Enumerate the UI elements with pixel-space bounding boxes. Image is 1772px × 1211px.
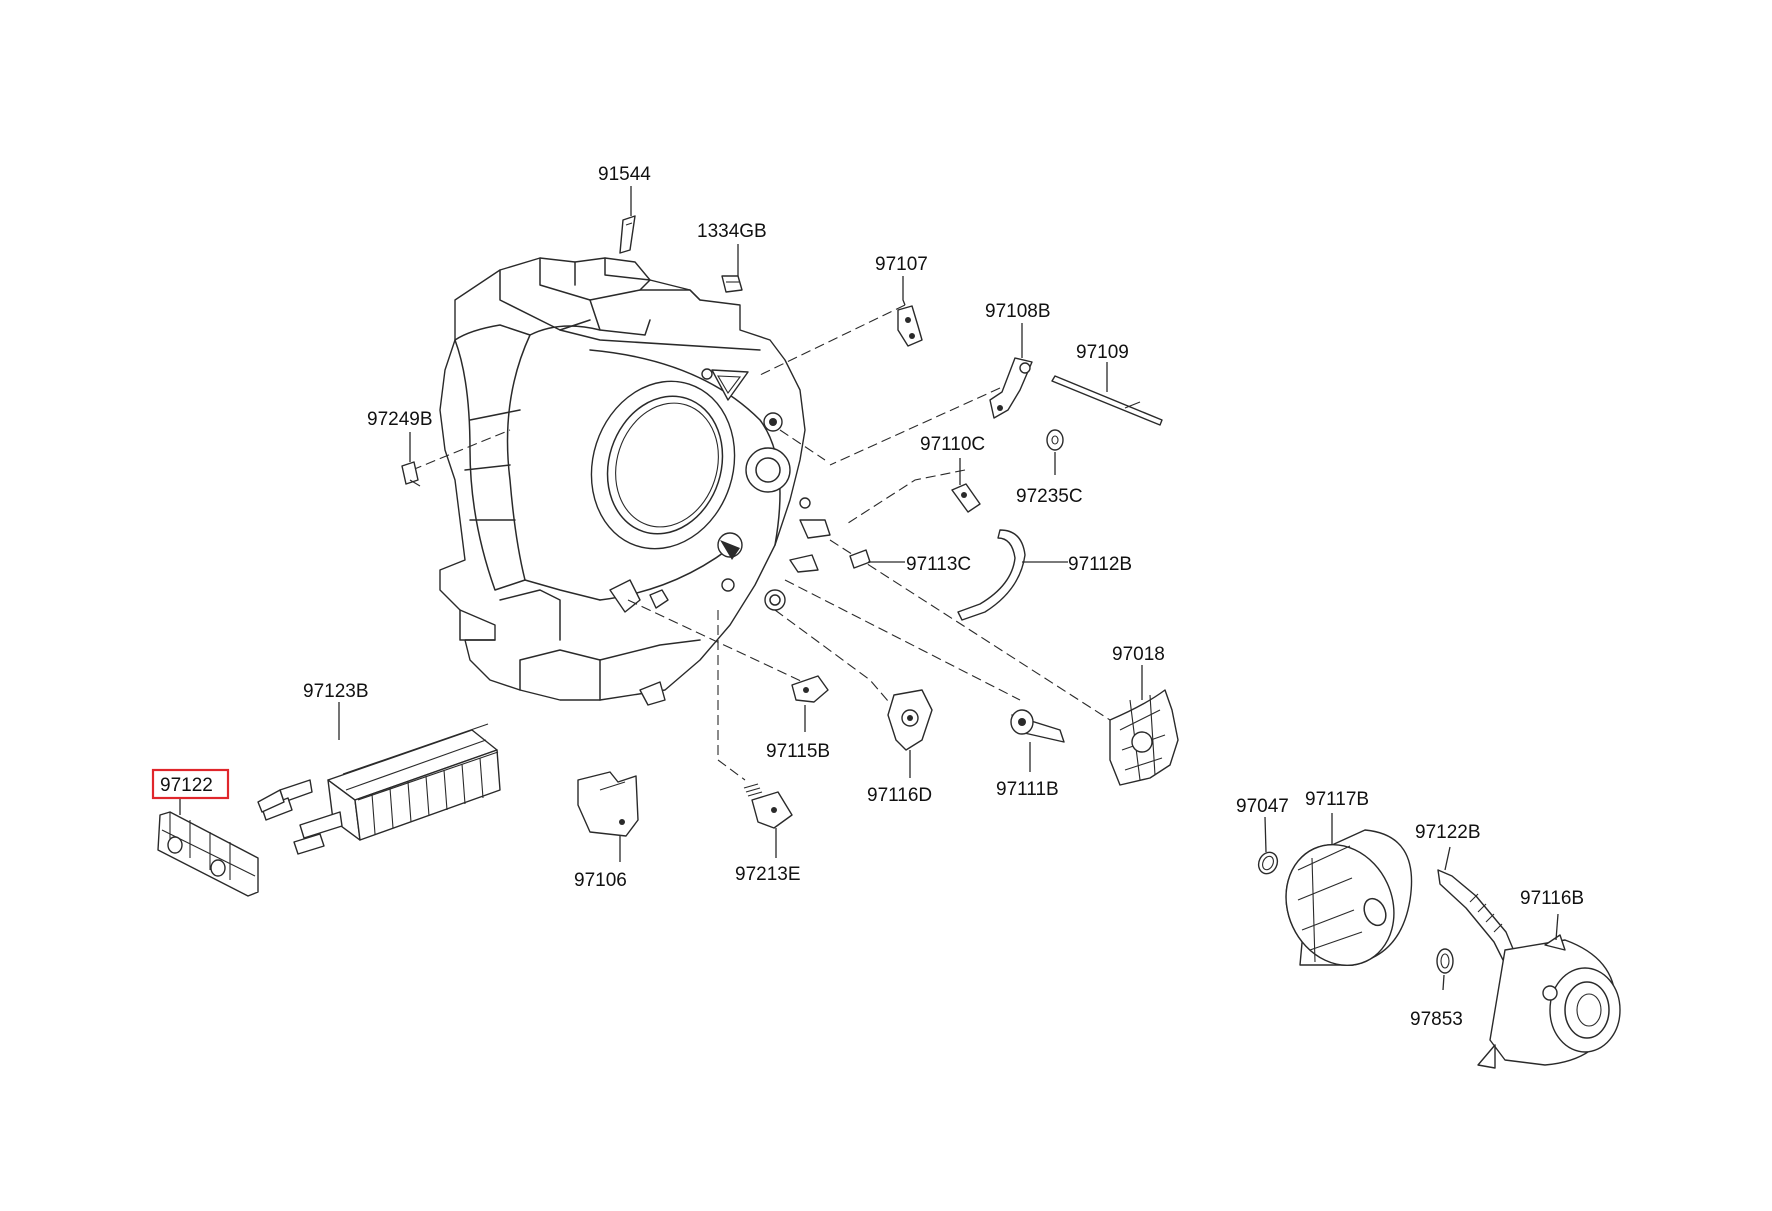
part-97107-lever[interactable] [897, 305, 923, 347]
part-labels: 91544 1334GB 97107 97108B 97109 97249B 9… [160, 164, 1584, 1030]
part-97122B-hose[interactable] [1437, 869, 1517, 963]
part-91544-pin[interactable] [619, 215, 636, 254]
part-1334GB-clip[interactable] [721, 275, 743, 293]
label-97853[interactable]: 97853 [1410, 1009, 1463, 1030]
label-97213E[interactable]: 97213E [735, 864, 801, 885]
label-97116D[interactable]: 97116D [867, 785, 932, 806]
label-97249B[interactable]: 97249B [367, 409, 433, 430]
label-97107[interactable]: 97107 [875, 254, 928, 275]
part-97235C-washer[interactable] [1046, 429, 1064, 451]
part-97115B-lever[interactable] [791, 675, 829, 703]
part-97213E-sensor[interactable] [743, 783, 793, 829]
label-97106[interactable]: 97106 [574, 870, 627, 891]
label-97113C[interactable]: 97113C [906, 554, 971, 575]
part-97249B-clip[interactable] [401, 461, 421, 487]
part-97116B-motor[interactable] [1477, 934, 1621, 1069]
label-97109[interactable]: 97109 [1076, 342, 1129, 363]
label-97047[interactable]: 97047 [1236, 796, 1289, 817]
label-97108B[interactable]: 97108B [985, 301, 1051, 322]
label-91544[interactable]: 91544 [598, 164, 651, 185]
label-97122[interactable]: 97122 [160, 775, 213, 796]
label-97110C[interactable]: 97110C [920, 434, 985, 455]
part-97117B-fan[interactable] [1267, 827, 1414, 983]
label-1334GB[interactable]: 1334GB [697, 221, 767, 242]
label-97115B[interactable]: 97115B [766, 741, 830, 762]
part-97108B-arm[interactable] [989, 357, 1033, 419]
part-97122-gasket[interactable] [157, 811, 259, 897]
part-97106-cover[interactable] [577, 771, 639, 837]
leader-lines [179, 186, 1559, 991]
blower-housing [439, 257, 831, 706]
highlight-box-97122 [151, 768, 230, 800]
label-97122B[interactable]: 97122B [1415, 822, 1481, 843]
label-97116B[interactable]: 97116B [1520, 888, 1584, 909]
part-97112B-hose[interactable] [957, 529, 1026, 621]
part-97853-washer[interactable] [1436, 948, 1454, 974]
label-97123B[interactable]: 97123B [303, 681, 369, 702]
assembly-lines [411, 304, 1111, 781]
label-97112B[interactable]: 97112B [1068, 554, 1132, 575]
part-97110C-link[interactable] [951, 483, 981, 513]
label-97111B[interactable]: 97111B [996, 779, 1059, 800]
label-97018[interactable]: 97018 [1112, 644, 1165, 665]
part-97113C-block[interactable] [849, 549, 871, 569]
part-97047-ring[interactable] [1255, 849, 1281, 877]
part-97123B-heater-core[interactable] [257, 723, 501, 855]
part-97018-shroud[interactable] [1109, 689, 1179, 786]
label-97117B[interactable]: 97117B [1305, 789, 1369, 810]
label-97235C[interactable]: 97235C [1016, 486, 1083, 507]
part-97109-rod[interactable] [1051, 375, 1163, 426]
part-97111B-arm[interactable] [1010, 709, 1065, 743]
part-97116D-cam[interactable] [887, 689, 933, 751]
